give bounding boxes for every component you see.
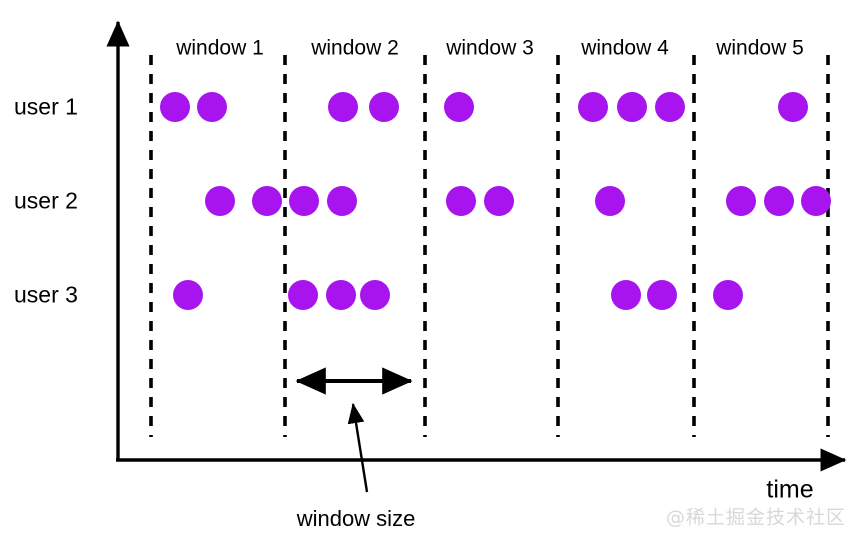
event-dot	[617, 92, 647, 122]
event-dot	[328, 92, 358, 122]
event-dot	[252, 186, 282, 216]
event-dot	[197, 92, 227, 122]
event-dot	[173, 280, 203, 310]
event-dot	[326, 280, 356, 310]
x-axis-label: time	[766, 475, 814, 504]
event-dot	[611, 280, 641, 310]
watermark: @稀土掘金技术社区	[665, 506, 847, 529]
event-dot	[655, 92, 685, 122]
event-dot	[289, 186, 319, 216]
event-dot	[205, 186, 235, 216]
event-dot	[288, 280, 318, 310]
event-dot	[160, 92, 190, 122]
user-row-label-2: user 2	[14, 187, 78, 214]
window-label-5: window 5	[716, 36, 804, 60]
event-dot	[578, 92, 608, 122]
event-dot	[778, 92, 808, 122]
event-dot	[713, 280, 743, 310]
event-dot	[360, 280, 390, 310]
event-dot	[595, 186, 625, 216]
event-dot	[369, 92, 399, 122]
event-dot	[764, 186, 794, 216]
event-dot	[327, 186, 357, 216]
window-label-4: window 4	[581, 36, 669, 60]
window-label-3: window 3	[446, 36, 534, 60]
event-dot	[484, 186, 514, 216]
event-dot	[446, 186, 476, 216]
window-size-label: window size	[296, 506, 416, 531]
event-dot	[647, 280, 677, 310]
event-dots-group	[160, 92, 831, 310]
window-label-1: window 1	[176, 36, 264, 60]
window-label-2: window 2	[311, 36, 399, 60]
axes-group	[106, 20, 847, 472]
window-size-pointer-arrow	[347, 403, 369, 493]
window-boundaries-group	[149, 55, 830, 437]
event-dot	[444, 92, 474, 122]
user-row-label-3: user 3	[14, 281, 78, 308]
user-row-label-1: user 1	[14, 93, 78, 120]
event-dot	[801, 186, 831, 216]
event-dot	[726, 186, 756, 216]
annotations-group	[295, 367, 413, 493]
